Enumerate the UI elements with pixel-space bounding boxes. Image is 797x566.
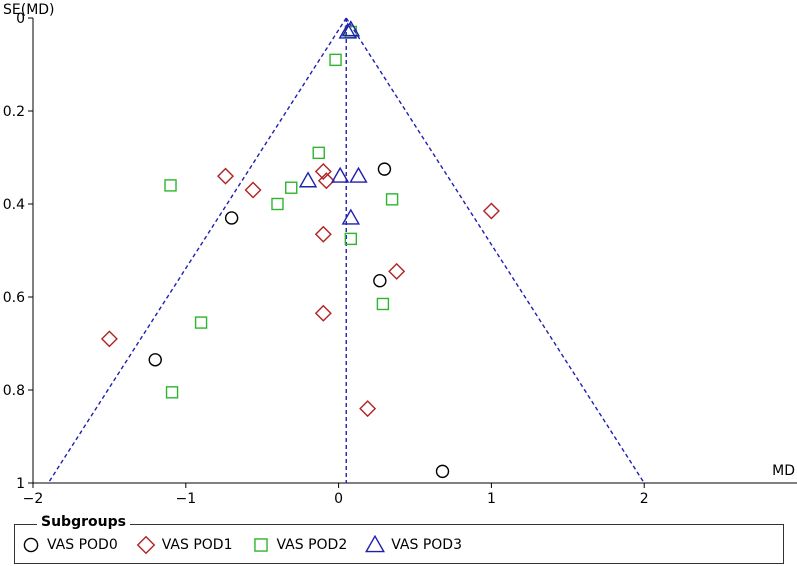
square-marker-icon <box>253 538 268 552</box>
legend-item-vas-pod1: VAS POD1 <box>136 535 233 555</box>
series-vas-pod0 <box>148 162 450 479</box>
point-vas-pod1 <box>317 172 335 190</box>
point-vas-pod2 <box>164 179 177 192</box>
point-vas-pod1 <box>359 400 377 418</box>
point-vas-pod3 <box>349 166 368 183</box>
legend-marker <box>253 538 268 552</box>
point-vas-pod0 <box>435 464 450 479</box>
x-tick-label: 1 <box>487 491 496 507</box>
point-vas-pod2 <box>271 197 284 211</box>
point-vas-pod2 <box>329 53 342 67</box>
point-vas-pod0 <box>224 211 239 225</box>
point-vas-pod0 <box>377 162 392 176</box>
series-vas-pod1 <box>100 162 500 418</box>
point-vas-pod3 <box>298 171 318 188</box>
point-vas-pod1 <box>217 167 235 185</box>
legend-items: VAS POD0 VAS POD1 VAS POD2 VAS POD3 <box>21 535 480 555</box>
funnel-lines <box>47 17 645 484</box>
legend-title: Subgroups <box>37 514 130 530</box>
legend-marker <box>136 535 155 555</box>
series-vas-pod2 <box>164 25 399 399</box>
circle-marker-icon <box>23 537 39 553</box>
point-vas-pod2 <box>344 232 358 246</box>
y-tick-label: 0.8 <box>3 383 25 399</box>
point-vas-pod2 <box>194 316 208 329</box>
point-vas-pod0 <box>148 353 162 367</box>
legend-label: VAS POD3 <box>391 537 462 553</box>
point-vas-pod3 <box>330 166 350 183</box>
legend-marker <box>365 535 386 553</box>
point-vas-pod0 <box>373 274 387 288</box>
point-vas-pod1 <box>100 330 118 348</box>
point-vas-pod3 <box>341 20 361 37</box>
point-vas-pod1 <box>482 202 500 220</box>
point-vas-pod3 <box>341 208 361 225</box>
funnel-right-limit <box>345 17 645 484</box>
series-vas-pod3 <box>298 20 368 225</box>
point-vas-pod2 <box>165 386 179 399</box>
legend-marker <box>23 537 39 553</box>
x-tick-label: −2 <box>23 491 44 507</box>
legend-item-vas-pod3: VAS POD3 <box>365 535 462 555</box>
y-tick-label: 0.6 <box>3 290 25 306</box>
point-vas-pod3 <box>338 22 357 39</box>
point-vas-pod1 <box>314 162 332 180</box>
triangle-marker-icon <box>365 535 386 553</box>
x-axis-title: MD <box>772 463 795 479</box>
diamond-marker-icon <box>136 535 155 555</box>
y-tick-label: 0 <box>16 11 25 27</box>
funnel-left-limit <box>47 17 347 484</box>
y-axis-title: SE(MD) <box>3 2 55 18</box>
point-vas-pod2 <box>376 297 390 311</box>
legend-label: VAS POD2 <box>276 537 348 553</box>
point-vas-pod2 <box>312 146 325 160</box>
point-vas-pod1 <box>388 262 406 280</box>
point-vas-pod1 <box>314 225 332 243</box>
y-tick-label: 0.2 <box>3 104 25 120</box>
y-tick-label: 0.4 <box>3 197 25 213</box>
x-tick-label: −1 <box>175 491 196 507</box>
point-vas-pod1 <box>314 304 332 322</box>
y-tick-label: 1 <box>16 476 25 492</box>
point-vas-pod2 <box>385 193 399 206</box>
legend-item-vas-pod2: VAS POD2 <box>251 535 348 555</box>
x-tick-label: 0 <box>334 491 343 507</box>
point-vas-pod2 <box>285 181 298 194</box>
legend-label: VAS POD1 <box>161 537 233 553</box>
legend-item-vas-pod0: VAS POD0 <box>21 535 118 555</box>
point-vas-pod1 <box>244 181 262 199</box>
legend-label: VAS POD0 <box>47 537 118 553</box>
x-tick-label: 2 <box>640 491 649 507</box>
data-points <box>100 20 500 479</box>
